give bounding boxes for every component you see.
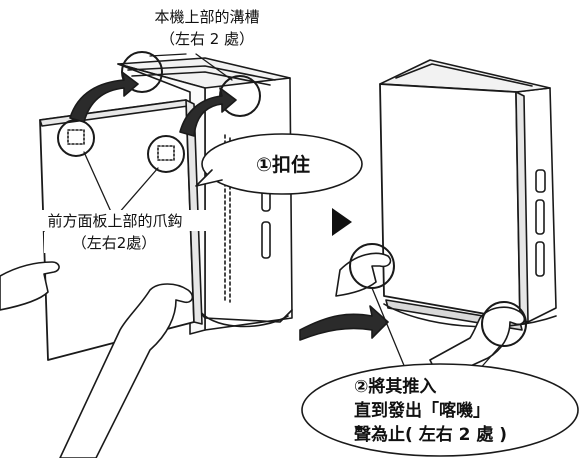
top-groove-label: 本機上部的溝槽 (154, 8, 260, 26)
push-arrow (299, 305, 389, 341)
top-groove-leaders (149, 53, 233, 81)
lift-arrows (69, 71, 237, 137)
left-hands (0, 261, 194, 459)
push-circle-right (481, 301, 527, 347)
step1-callout (201, 133, 363, 195)
top-groove-note: （左右 2 處） (159, 30, 255, 48)
step2-line1: ②將其推入 (354, 377, 437, 397)
step2-line2: 直到發出「喀嘰」 (354, 401, 490, 421)
step2-line3: 聲為止( 左右 2 處 ) (354, 425, 508, 445)
step2-callout (301, 363, 579, 457)
step1-label: ①扣住 (255, 154, 311, 176)
right-unit (379, 59, 557, 331)
next-step-icon (332, 208, 352, 236)
hook-circle-right (147, 135, 185, 173)
front-hooks-label: 前方面板上部的爪鈎 (20, 210, 210, 231)
front-hooks-leaders (83, 151, 159, 215)
front-hooks-note: （左右2處） (44, 232, 184, 253)
